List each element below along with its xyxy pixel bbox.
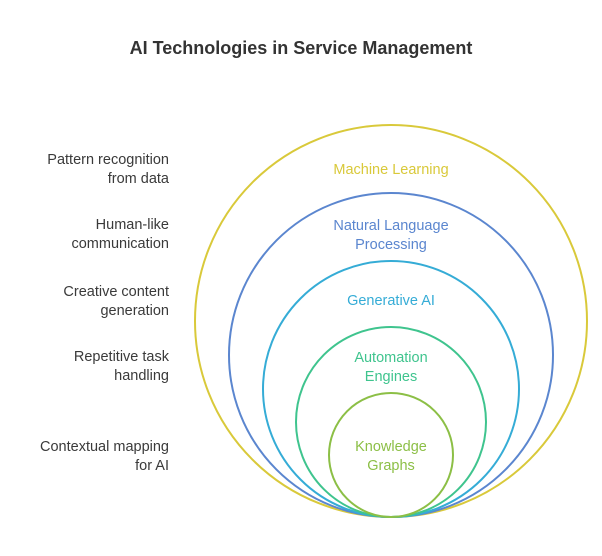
diagram-title: AI Technologies in Service Management — [129, 38, 473, 58]
description-knowledge-graphs: Contextual mapping for AI — [40, 439, 169, 474]
ring-label-natural-language-processing: Natural Language Processing — [333, 218, 449, 253]
ring-label-machine-learning: Machine Learning — [333, 162, 449, 178]
ring-label-generative-ai: Generative AI — [347, 293, 435, 309]
description-automation-engines: Repetitive task handling — [73, 349, 169, 384]
ring-label-automation-engines: Automation Engines — [354, 350, 428, 385]
description-generative-ai: Creative content generation — [63, 284, 169, 319]
description-machine-learning: Pattern recognition from data — [47, 152, 169, 187]
ring-label-knowledge-graphs: Knowledge Graphs — [355, 439, 427, 474]
description-natural-language-processing: Human-like communication — [71, 217, 169, 252]
ring-knowledge-graphs — [328, 392, 454, 518]
